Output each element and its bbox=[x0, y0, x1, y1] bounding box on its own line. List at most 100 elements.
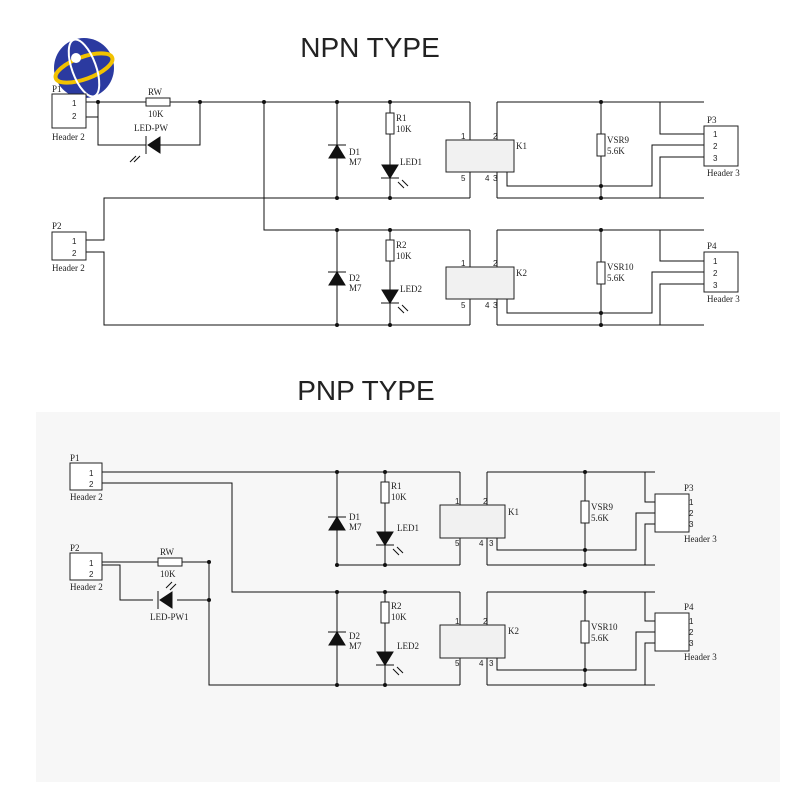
pnp-r1-resistor: R1 10K bbox=[380, 481, 407, 504]
pnp-vsr9-ref: VSR9 bbox=[591, 502, 614, 512]
npn-k2-pin4: 4 bbox=[485, 301, 490, 310]
npn-schematic: P1 1 2 Header 2 RW 10K LED-PW P2 1 2 Hea… bbox=[51, 84, 740, 327]
npn-p3-type: Header 3 bbox=[707, 168, 740, 178]
npn-rw-value: 10K bbox=[148, 109, 164, 119]
pnp-k2-pin4: 4 bbox=[479, 659, 484, 668]
npn-p3-ref: P3 bbox=[707, 115, 717, 125]
pnp-vsr10: VSR10 5.6K bbox=[580, 620, 618, 644]
npn-k1-pin5: 5 bbox=[461, 174, 466, 183]
pnp-p2-ref: P2 bbox=[70, 543, 80, 553]
pnp-vsr10-value: 5.6K bbox=[591, 633, 609, 643]
npn-r1-value: 10K bbox=[396, 124, 412, 134]
npn-k2-ref: K2 bbox=[516, 268, 527, 278]
npn-vsr9-value: 5.6K bbox=[607, 146, 625, 156]
pnp-ledpw-ref: LED-PW1 bbox=[150, 612, 189, 622]
pnp-d1-ref: D1 bbox=[349, 512, 360, 522]
npn-rw-ref: RW bbox=[148, 87, 163, 97]
pnp-p2-type: Header 2 bbox=[70, 582, 103, 592]
pnp-p3-ref: P3 bbox=[684, 483, 694, 493]
npn-p2-pin2: 2 bbox=[72, 249, 77, 258]
pnp-p4-pin3: 3 bbox=[689, 639, 694, 648]
pnp-r2-resistor: R2 10K bbox=[380, 601, 407, 624]
npn-k2-pin2: 2 bbox=[493, 259, 498, 268]
npn-title: NPN TYPE bbox=[300, 32, 440, 63]
npn-p2-type: Header 2 bbox=[52, 263, 85, 273]
npn-ledpw-ref: LED-PW bbox=[134, 123, 168, 133]
npn-p3-pin2: 2 bbox=[713, 142, 718, 151]
pnp-p4-header: P4 1 2 3 Header 3 bbox=[654, 602, 717, 662]
pnp-d1-value: M7 bbox=[349, 522, 362, 532]
npn-p2-pin1: 1 bbox=[72, 237, 77, 246]
pnp-p2-pin1: 1 bbox=[89, 559, 94, 568]
pnp-r2-value: 10K bbox=[391, 612, 407, 622]
npn-p3-pin1: 1 bbox=[713, 130, 718, 139]
npn-k1-pin2: 2 bbox=[493, 132, 498, 141]
pnp-title: PNP TYPE bbox=[297, 375, 434, 406]
npn-led-pw: LED-PW bbox=[120, 123, 168, 163]
npn-p2-ref: P2 bbox=[52, 221, 62, 231]
pnp-led1-ref: LED1 bbox=[397, 523, 419, 533]
pnp-p4-pin2: 2 bbox=[689, 628, 694, 637]
pnp-p4-pin1: 1 bbox=[689, 617, 694, 626]
pnp-p2-pin2: 2 bbox=[89, 570, 94, 579]
pnp-p4-type: Header 3 bbox=[684, 652, 717, 662]
pnp-k1-relay: 1 2 5 4 3 K1 bbox=[439, 497, 519, 548]
npn-vsr9: VSR9 5.6K bbox=[596, 133, 630, 157]
pnp-p1-ref: P1 bbox=[70, 453, 80, 463]
pnp-r1-ref: R1 bbox=[391, 481, 402, 491]
pnp-led-pw1: LED-PW1 bbox=[150, 581, 189, 622]
pnp-led2-ref: LED2 bbox=[397, 641, 419, 651]
pnp-rw-ref: RW bbox=[160, 547, 175, 557]
npn-p1-type: Header 2 bbox=[52, 132, 85, 142]
npn-p1-header: P1 1 2 Header 2 bbox=[51, 84, 87, 142]
pnp-k1-ref: K1 bbox=[508, 507, 519, 517]
npn-r2-ref: R2 bbox=[396, 240, 407, 250]
pnp-p1-pin2: 2 bbox=[89, 480, 94, 489]
npn-k1-ref: K1 bbox=[516, 141, 527, 151]
npn-vsr10-value: 5.6K bbox=[607, 273, 625, 283]
npn-vsr10: VSR10 5.6K bbox=[596, 261, 634, 285]
npn-p4-pin3: 3 bbox=[713, 281, 718, 290]
pnp-k1-pin3: 3 bbox=[489, 539, 494, 548]
npn-d1-ref: D1 bbox=[349, 147, 360, 157]
npn-k2-relay: 1 2 5 4 3 K2 bbox=[445, 259, 527, 310]
pnp-p1-type: Header 2 bbox=[70, 492, 103, 502]
pnp-d2-value: M7 bbox=[349, 641, 362, 651]
pnp-r1-value: 10K bbox=[391, 492, 407, 502]
pnp-r2-ref: R2 bbox=[391, 601, 402, 611]
npn-p4-header: P4 1 2 3 Header 3 bbox=[703, 241, 740, 304]
npn-p1-ref: P1 bbox=[52, 84, 62, 94]
npn-p3-pin3: 3 bbox=[713, 154, 718, 163]
npn-vsr10-ref: VSR10 bbox=[607, 262, 634, 272]
pnp-k1-pin1: 1 bbox=[455, 497, 460, 506]
npn-k1-pin4: 4 bbox=[485, 174, 490, 183]
npn-vsr9-ref: VSR9 bbox=[607, 135, 630, 145]
npn-led1-ref: LED1 bbox=[400, 157, 422, 167]
pnp-p4-ref: P4 bbox=[684, 602, 694, 612]
pnp-k2-pin1: 1 bbox=[455, 617, 460, 626]
npn-k1-pin3: 3 bbox=[493, 174, 498, 183]
npn-k2-pin1: 1 bbox=[461, 259, 466, 268]
pnp-k2-pin5: 5 bbox=[455, 659, 460, 668]
npn-led1: LED1 bbox=[381, 157, 422, 189]
pnp-k2-relay: 1 2 5 4 3 K2 bbox=[439, 617, 519, 668]
pnp-p3-header: P3 1 2 3 Header 3 bbox=[654, 483, 717, 544]
pnp-p3-type: Header 3 bbox=[684, 534, 717, 544]
npn-r1-ref: R1 bbox=[396, 113, 407, 123]
globe-logo-icon bbox=[53, 38, 115, 98]
npn-d1-diode: D1 M7 bbox=[328, 144, 362, 167]
pnp-k2-pin3: 3 bbox=[489, 659, 494, 668]
pnp-p2-header: P2 1 2 Header 2 bbox=[69, 543, 103, 592]
pnp-rw-resistor: RW 10K bbox=[157, 547, 183, 579]
npn-p1-pin2: 2 bbox=[72, 112, 77, 121]
npn-p3-header: P3 1 2 3 Header 3 bbox=[703, 115, 740, 178]
pnp-k1-pin2: 2 bbox=[483, 497, 488, 506]
npn-d2-ref: D2 bbox=[349, 273, 360, 283]
npn-d1-value: M7 bbox=[349, 157, 362, 167]
npn-led2: LED2 bbox=[381, 284, 422, 314]
npn-p1-pin1: 1 bbox=[72, 99, 77, 108]
pnp-panel bbox=[36, 412, 780, 782]
pnp-p3-pin1: 1 bbox=[689, 498, 694, 507]
npn-r2-resistor: R2 10K bbox=[385, 239, 412, 262]
